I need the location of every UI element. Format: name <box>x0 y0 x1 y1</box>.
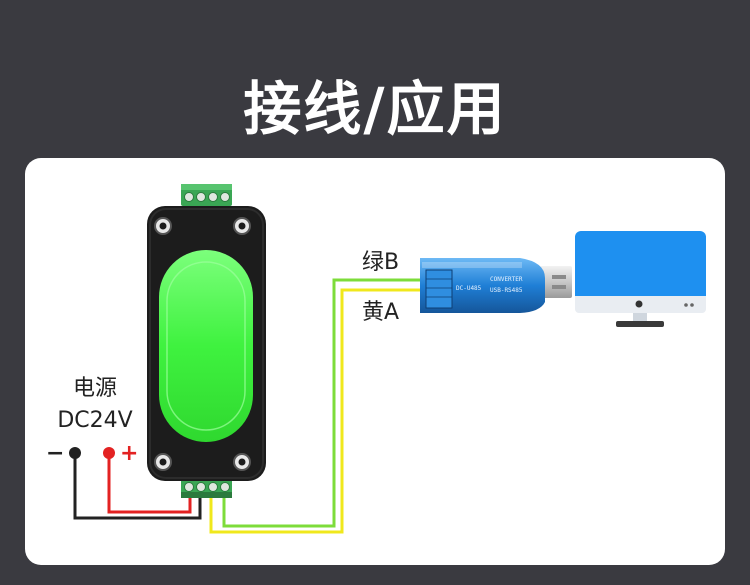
red-wire <box>107 453 192 514</box>
green-light <box>159 250 253 442</box>
minus-sign: − <box>46 441 65 466</box>
page-title: 接线/应用 <box>243 75 507 143</box>
yellow-wire-label: 黄A <box>362 300 400 325</box>
negative-terminal-dot <box>69 447 81 459</box>
wires <box>73 278 424 534</box>
yellow-wire <box>209 288 424 534</box>
converter-model-text: DC-U485 <box>456 285 482 292</box>
black-wire <box>73 453 202 520</box>
plus-sign: + <box>120 441 139 466</box>
usb-converter-icon <box>420 258 572 313</box>
green-wire <box>222 278 424 528</box>
converter-spec-text: USB-RS485 <box>490 287 523 294</box>
device-icon <box>147 184 266 498</box>
positive-terminal-dot <box>103 447 115 459</box>
power-label-line1: 电源 <box>72 376 117 401</box>
converter-brand-text: CONVERTER <box>490 276 523 283</box>
power-label-line2: DC24V <box>57 408 133 433</box>
diagram-panel <box>25 158 725 565</box>
green-wire-label: 绿B <box>362 250 400 275</box>
monitor-icon <box>575 231 706 327</box>
